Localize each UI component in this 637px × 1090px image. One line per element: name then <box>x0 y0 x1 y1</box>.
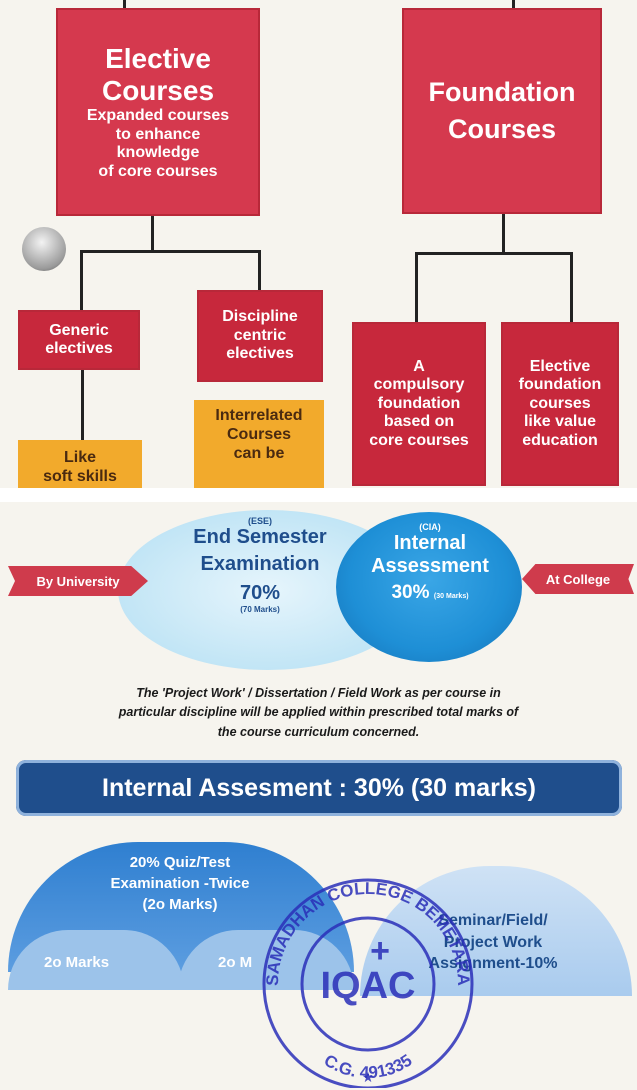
interrelated-label: Courses <box>226 426 292 444</box>
soft-skills-label: soft skills <box>43 468 117 486</box>
cia-title: Internal <box>393 532 467 554</box>
compulsory-label: foundation <box>377 394 461 412</box>
elective-description: of core courses <box>98 162 218 180</box>
ese-title: End Semester <box>193 526 327 548</box>
elective-courses-box: Elective Courses Expanded courses to enh… <box>58 10 258 214</box>
discipline-label: electives <box>226 345 294 363</box>
banner-label: Internal Assesment : 30% (30 marks) <box>102 773 536 802</box>
elective-title: Courses <box>101 75 215 107</box>
elective-foundation-label: Elective <box>529 358 591 376</box>
ese-text-group: (ESE) End Semester Examination 70% (70 M… <box>170 516 350 614</box>
compulsory-foundation-box: A compulsory foundation based on core co… <box>354 324 484 484</box>
seminar-label: Project Work <box>443 933 543 951</box>
quiz-label: 20% Quiz/Test <box>129 854 231 871</box>
compulsory-label: compulsory <box>373 376 465 394</box>
ese-percent: 70% <box>239 582 281 604</box>
compulsory-label: A <box>413 358 425 376</box>
internal-assessment-banner: Internal Assesment : 30% (30 marks) <box>16 760 622 816</box>
ese-abbr: (ESE) <box>247 516 272 526</box>
seminar-label: Assignment-10% <box>428 955 558 973</box>
discipline-label: Discipline <box>222 308 298 326</box>
quiz-label: (2o Marks) <box>142 896 218 913</box>
project-work-note: The 'Project Work' / Dissertation / Fiel… <box>20 684 617 742</box>
elective-description: knowledge <box>116 144 200 162</box>
elective-foundation-label: courses <box>529 394 591 412</box>
connector-line <box>415 252 573 255</box>
note-line: The 'Project Work' / Dissertation / Fiel… <box>136 686 501 700</box>
cia-ellipse <box>336 512 522 662</box>
foundation-title: Courses <box>447 114 557 144</box>
stamp-star-icon: ★ <box>362 1070 375 1086</box>
connector-line <box>81 368 84 440</box>
like-soft-skills-box: Like soft skills <box>18 440 142 488</box>
cia-text-group: (CIA) Internal Assessment 30% (30 Marks) <box>350 522 510 604</box>
sub-left-label: 2o Marks <box>44 954 110 971</box>
foundation-courses-box: Foundation Courses <box>404 10 600 212</box>
seminar-text-group: Seminar/Field/ Project Work Assignment-1… <box>398 910 588 975</box>
connector-line <box>258 250 261 292</box>
cia-percent-row: 30% (30 Marks) <box>350 582 510 604</box>
interrelated-courses-box: Interrelated Courses can be <box>194 400 324 488</box>
quiz-label: Examination -Twice <box>110 875 250 892</box>
iqac-stamp: SAMADHAN COLLEGE BEMETARA C.G. 491335 + … <box>262 878 474 1088</box>
connector-line <box>123 0 126 10</box>
elective-description: to enhance <box>115 125 201 143</box>
cia-percent: 30% <box>391 582 430 603</box>
connector-line <box>151 214 154 252</box>
connector-line <box>80 250 83 314</box>
discipline-label: centric <box>233 326 287 344</box>
by-university-label: By University <box>36 573 120 589</box>
stamp-center: IQAC <box>321 965 416 1007</box>
interrelated-label: Interrelated <box>215 407 303 424</box>
elective-description: Expanded courses <box>86 107 230 125</box>
soft-skills-label: Like <box>63 449 96 466</box>
cia-title: Assessment <box>371 555 489 577</box>
connector-line <box>415 252 418 324</box>
elective-foundation-label: like value <box>523 413 597 431</box>
connector-line <box>502 212 505 254</box>
stamp-plus-icon: + <box>370 932 390 970</box>
by-university-arrow: By University <box>8 566 148 596</box>
note-line: the course curriculum concerned. <box>217 724 420 739</box>
elective-title: Elective <box>105 43 211 75</box>
generic-label: Generic <box>49 321 109 339</box>
seminar-label: Seminar/Field/ <box>438 912 548 929</box>
note-line: particular discipline will be applied wi… <box>118 705 519 720</box>
generic-label: electives <box>45 340 113 357</box>
generic-electives-box: Generic electives <box>20 312 138 368</box>
foundation-title: Foundation <box>428 76 576 107</box>
connector-line <box>570 252 573 324</box>
interrelated-label: can be <box>233 445 285 463</box>
elective-foundation-label: education <box>522 431 598 449</box>
cia-abbr: (CIA) <box>419 522 441 532</box>
elective-foundation-box: Elective foundation courses like value e… <box>503 324 617 484</box>
at-college-arrow: At College <box>522 564 634 594</box>
compulsory-label: core courses <box>369 431 469 449</box>
sub-right-label: 2o M <box>218 954 253 971</box>
elective-foundation-label: foundation <box>518 376 602 394</box>
discipline-electives-box: Discipline centric electives <box>199 292 321 380</box>
at-college-label: At College <box>545 571 611 587</box>
connector-line <box>512 0 515 10</box>
cia-marks: (30 Marks) <box>433 593 469 600</box>
circle-ornament <box>22 227 66 271</box>
quiz-sub-left <box>8 930 184 990</box>
connector-line <box>80 250 260 253</box>
compulsory-label: based on <box>383 413 455 431</box>
ese-title: Examination <box>200 553 320 575</box>
quiz-text-group: 20% Quiz/Test Examination -Twice (2o Mar… <box>60 852 300 915</box>
section-divider <box>0 488 637 502</box>
ese-marks: (70 Marks) <box>240 605 280 614</box>
